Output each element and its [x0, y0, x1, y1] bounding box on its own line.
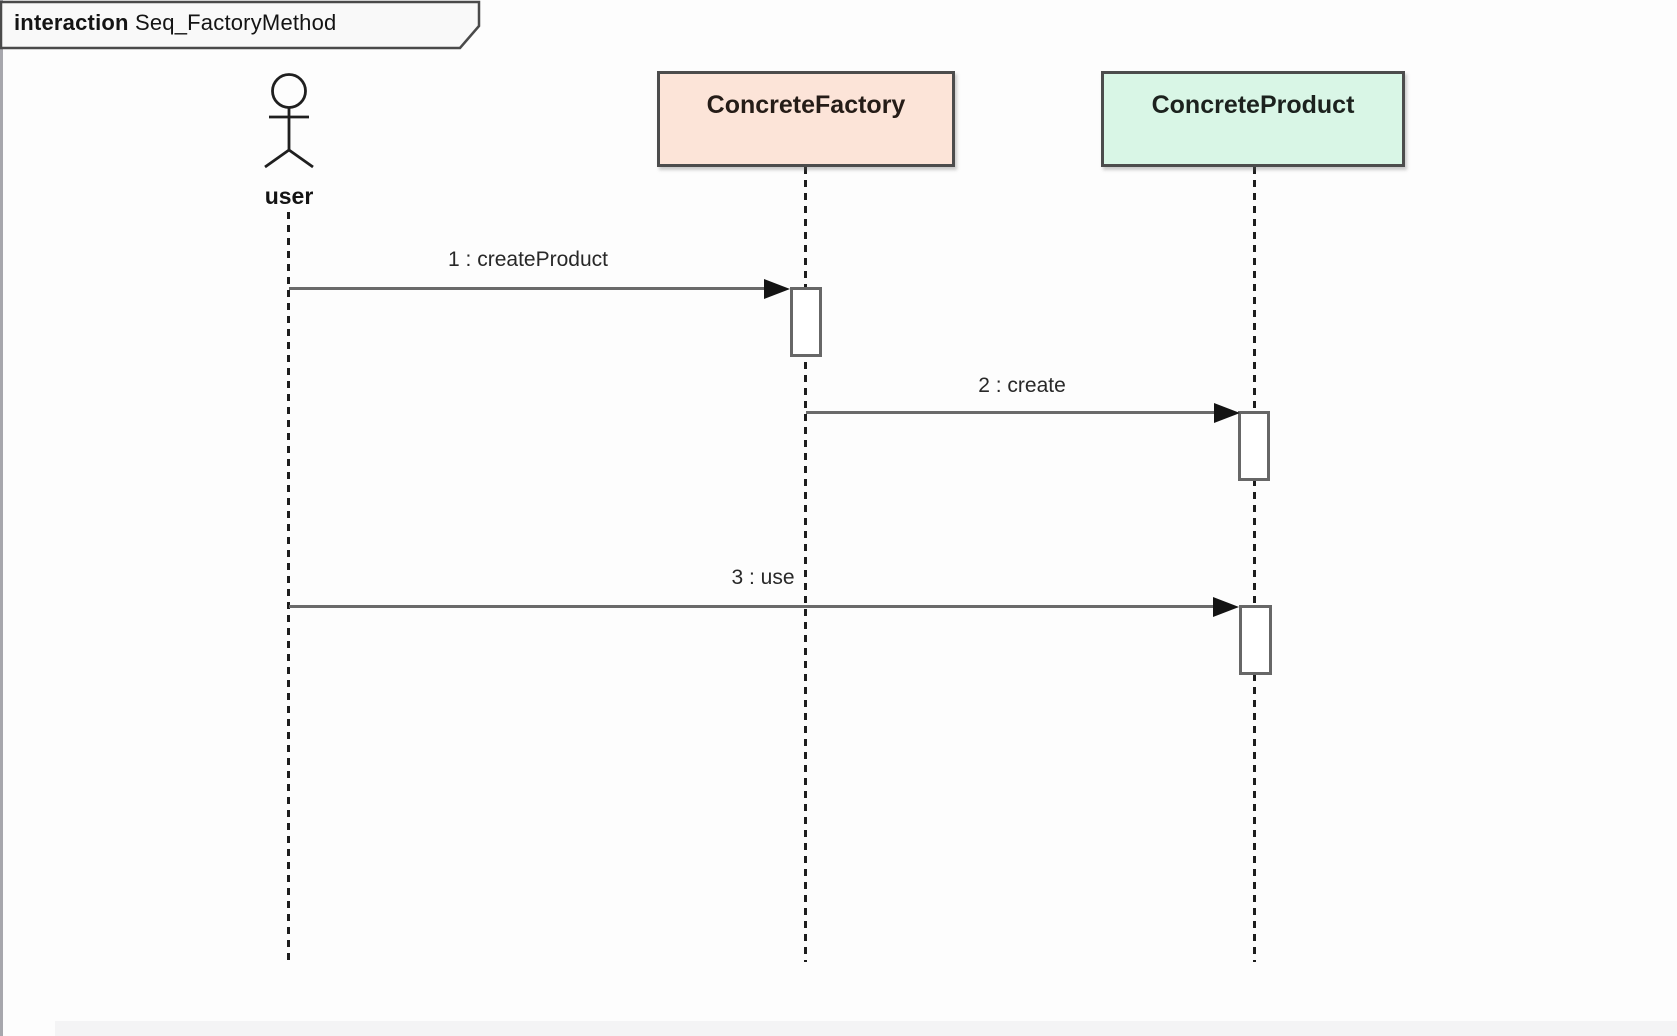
- message-2-label: 2 : create: [978, 374, 1066, 397]
- frame-tab-shape: [0, 0, 481, 50]
- message-3-label: 3 : use: [731, 566, 795, 589]
- canvas-bottom-strip: [55, 1021, 1677, 1036]
- frame-title: interaction Seq_FactoryMethod: [14, 10, 464, 36]
- message-2-arrowhead-icon: [1214, 403, 1240, 423]
- message-3-arrowhead-icon: [1213, 597, 1239, 617]
- lifeline-user[interactable]: [287, 212, 290, 962]
- activation-factory-createproduct[interactable]: [790, 287, 822, 357]
- message-2-line: [806, 411, 1216, 414]
- activation-product-create[interactable]: [1238, 411, 1270, 481]
- frame-keyword: interaction: [14, 10, 135, 35]
- message-1-arrowhead-icon: [764, 279, 790, 299]
- lifeline-concrete-product[interactable]: [1253, 167, 1256, 962]
- concrete-factory-label: ConcreteFactory: [706, 91, 906, 119]
- canvas-left-edge: [0, 0, 3, 1036]
- lifeline-head-concrete-factory[interactable]: ConcreteFactory: [657, 71, 955, 167]
- activation-product-use[interactable]: [1239, 605, 1272, 675]
- frame-name: Seq_FactoryMethod: [134, 10, 337, 35]
- actor-user-icon[interactable]: [252, 66, 326, 172]
- message-3-line: [289, 605, 1215, 608]
- message-1-line: [289, 287, 766, 290]
- lifeline-head-concrete-product[interactable]: ConcreteProduct: [1101, 71, 1405, 167]
- concrete-product-label: ConcreteProduct: [1151, 91, 1355, 119]
- actor-user-label: user: [264, 183, 314, 209]
- message-1-label: 1 : createProduct: [448, 248, 608, 271]
- lifeline-concrete-factory[interactable]: [804, 167, 807, 962]
- interaction-frame-tab[interactable]: interaction Seq_FactoryMethod: [0, 0, 490, 52]
